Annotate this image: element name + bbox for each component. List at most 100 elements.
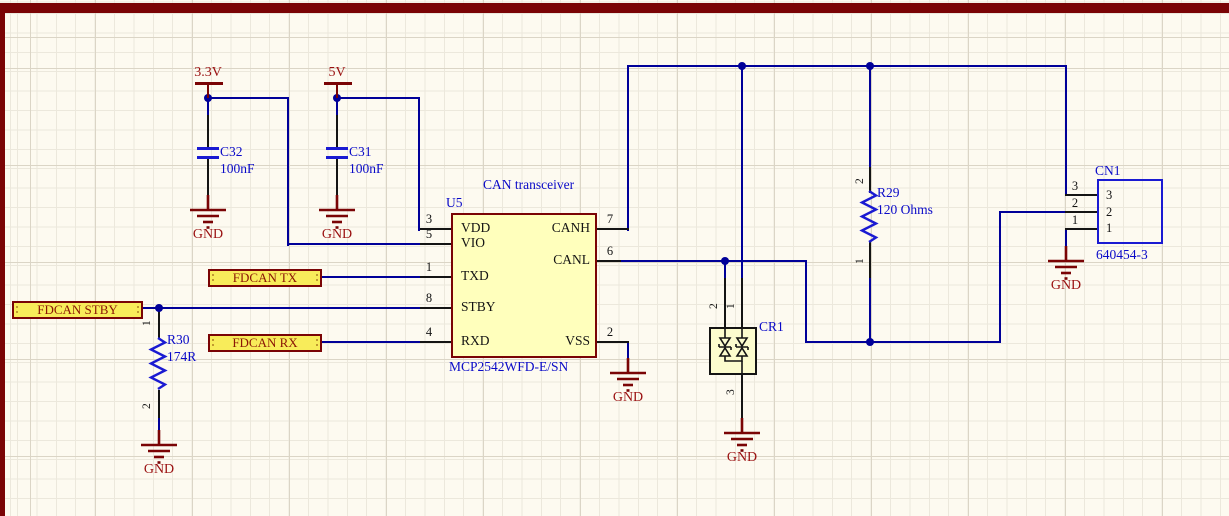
- pin-line: [420, 341, 452, 343]
- wire-segment[interactable]: [805, 260, 807, 343]
- value-r29[interactable]: 120 Ohms: [877, 202, 933, 217]
- gnd-label[interactable]: GND: [1050, 278, 1082, 293]
- capacitor-plate-c31[interactable]: [326, 156, 348, 159]
- wire-segment[interactable]: [741, 65, 743, 280]
- wire-segment[interactable]: [869, 65, 871, 170]
- resistor-symbol-r29[interactable]: [857, 189, 881, 244]
- junction-dot: [866, 338, 874, 346]
- u5-body[interactable]: [451, 213, 597, 358]
- pin-number-cn1-1-ext: 1: [1071, 213, 1079, 227]
- resistor-symbol-r30[interactable]: [146, 336, 170, 391]
- pin-number-r29-1: 1: [854, 258, 866, 264]
- port-fdcan-stby[interactable]: FDCAN STBY: [12, 301, 143, 319]
- wire-segment[interactable]: [321, 341, 422, 343]
- wire-segment[interactable]: [143, 307, 422, 309]
- gnd-symbol[interactable]: [606, 358, 650, 394]
- wire-segment[interactable]: [619, 260, 807, 262]
- cn1-body[interactable]: [1097, 179, 1163, 244]
- pin-line: [420, 276, 452, 278]
- pin-number-txd: 1: [425, 260, 433, 274]
- wire-segment[interactable]: [207, 97, 209, 117]
- wire-segment[interactable]: [336, 97, 420, 99]
- power-port-5v-stem: [336, 82, 338, 98]
- pin-name-vdd: VDD: [461, 220, 491, 235]
- value-c31[interactable]: 100nF: [349, 161, 384, 176]
- junction-dot: [155, 304, 163, 312]
- gnd-symbol[interactable]: [315, 195, 359, 231]
- pin-name-vio: VIO: [461, 235, 485, 250]
- cr1-body[interactable]: [709, 327, 757, 375]
- capacitor-plate-c31[interactable]: [326, 147, 348, 150]
- wire-segment[interactable]: [627, 65, 1067, 67]
- u5-part-number[interactable]: MCP2542WFD-E/SN: [449, 359, 569, 374]
- pin-line: [158, 308, 160, 339]
- cn1-designator[interactable]: CN1: [1095, 163, 1121, 178]
- pin-number-stby: 8: [425, 291, 433, 305]
- wire-segment[interactable]: [418, 97, 420, 231]
- pin-line: [741, 278, 743, 328]
- junction-dot: [721, 257, 729, 265]
- port-fdcan-tx[interactable]: FDCAN TX: [208, 269, 322, 287]
- gnd-label[interactable]: GND: [612, 390, 644, 405]
- gnd-label[interactable]: GND: [726, 450, 758, 465]
- pin-line: [596, 260, 621, 262]
- value-c32[interactable]: 100nF: [220, 161, 255, 176]
- port-fdcan-stby-label: FDCAN STBY: [37, 302, 118, 317]
- wire-segment[interactable]: [158, 416, 160, 434]
- wire-segment[interactable]: [627, 342, 629, 364]
- pin-line: [1065, 228, 1099, 230]
- pin-number-cr1-1: 1: [725, 303, 737, 309]
- designator-r30[interactable]: R30: [167, 332, 190, 347]
- power-port-3v3-bar[interactable]: [195, 82, 223, 85]
- u5-comment[interactable]: CAN transceiver: [483, 177, 575, 192]
- gnd-symbol[interactable]: [1044, 246, 1088, 282]
- designator-c31[interactable]: C31: [349, 144, 372, 159]
- pin-line: [336, 115, 338, 148]
- junction-dot: [738, 62, 746, 70]
- gnd-symbol[interactable]: [720, 418, 764, 454]
- gnd-label[interactable]: GND: [321, 227, 353, 242]
- pin-line: [869, 242, 871, 278]
- designator-c32[interactable]: C32: [220, 144, 243, 159]
- wire-segment[interactable]: [287, 97, 289, 246]
- pin-line: [420, 243, 452, 245]
- wire-segment[interactable]: [1065, 65, 1067, 196]
- pin-name-canl: CANL: [553, 252, 590, 267]
- wire-segment[interactable]: [287, 243, 422, 245]
- gnd-label[interactable]: GND: [192, 227, 224, 242]
- wire-segment[interactable]: [805, 341, 1001, 343]
- pin-number-canl: 6: [606, 244, 614, 258]
- pin-number-vio: 5: [425, 227, 433, 241]
- u5-designator[interactable]: U5: [446, 195, 463, 210]
- power-port-3v3-label[interactable]: 3.3V: [194, 65, 222, 80]
- pin-line: [420, 228, 452, 230]
- wire-segment[interactable]: [869, 276, 871, 343]
- wire-segment[interactable]: [627, 65, 629, 231]
- tvs-diode-symbol: [718, 329, 749, 373]
- pin-line: [596, 228, 629, 230]
- power-port-5v-label[interactable]: 5V: [328, 65, 346, 80]
- pin-number-cr1-2: 2: [708, 303, 720, 309]
- gnd-symbol[interactable]: [186, 195, 230, 231]
- pin-line: [869, 167, 871, 193]
- wire-segment[interactable]: [207, 97, 289, 99]
- wire-segment[interactable]: [321, 276, 422, 278]
- pin-line: [207, 158, 209, 196]
- cn1-part-number[interactable]: 640454-3: [1096, 247, 1148, 262]
- designator-cr1[interactable]: CR1: [759, 319, 784, 334]
- power-port-5v-bar[interactable]: [324, 82, 352, 85]
- port-fdcan-rx[interactable]: FDCAN RX: [208, 334, 322, 352]
- wire-segment[interactable]: [999, 211, 1001, 343]
- gnd-label[interactable]: GND: [143, 462, 175, 477]
- pin-number-r30-2: 2: [141, 403, 153, 409]
- wire-segment[interactable]: [1065, 228, 1067, 253]
- capacitor-plate-c32[interactable]: [197, 147, 219, 150]
- gnd-symbol[interactable]: [137, 430, 181, 466]
- wire-segment[interactable]: [336, 97, 338, 117]
- value-r30[interactable]: 174R: [167, 349, 197, 364]
- capacitor-plate-c32[interactable]: [197, 156, 219, 159]
- wire-segment[interactable]: [999, 211, 1067, 213]
- designator-r29[interactable]: R29: [877, 185, 900, 200]
- wire-segment[interactable]: [724, 260, 726, 280]
- junction-dot: [866, 62, 874, 70]
